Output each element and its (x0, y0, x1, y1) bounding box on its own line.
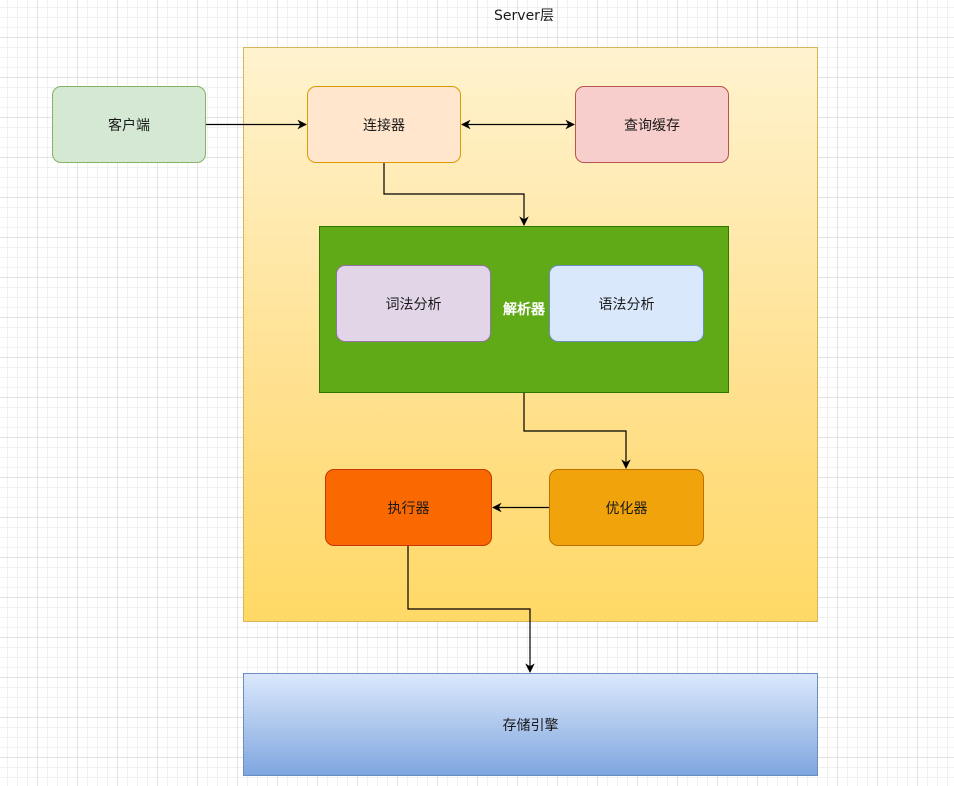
executor-label: 执行器 (387, 500, 430, 517)
connector-label: 连接器 (363, 117, 405, 134)
executor-node[interactable]: 执行器 (325, 469, 492, 546)
client-node[interactable]: 客户端 (52, 86, 206, 163)
optimizer-label: 优化器 (605, 500, 648, 517)
server-layer-title: Server层 (494, 8, 554, 24)
storage-engine-label: 存储引擎 (502, 717, 559, 734)
syntax-analysis-node[interactable]: 语法分析 (549, 265, 704, 342)
lexical-analysis-node[interactable]: 词法分析 (336, 265, 491, 342)
query-cache-node[interactable]: 查询缓存 (575, 86, 729, 163)
parser-label: 解析器 (503, 302, 545, 318)
syntax-analysis-label: 语法分析 (598, 296, 655, 313)
connector-node[interactable]: 连接器 (307, 86, 461, 163)
client-label: 客户端 (108, 117, 150, 134)
query-cache-label: 查询缓存 (624, 117, 680, 134)
optimizer-node[interactable]: 优化器 (549, 469, 704, 546)
storage-engine-node[interactable]: 存储引擎 (243, 673, 818, 776)
lexical-analysis-label: 词法分析 (385, 296, 442, 313)
